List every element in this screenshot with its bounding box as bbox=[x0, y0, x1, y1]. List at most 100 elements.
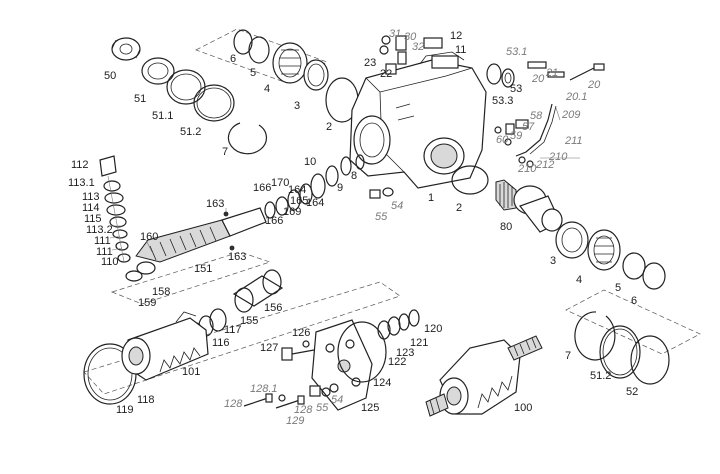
callout-4-lower: 4 bbox=[576, 274, 583, 286]
part-worm-shaft-151 bbox=[125, 207, 267, 282]
callout-170: 170 bbox=[271, 177, 290, 189]
part-ring-5-upper bbox=[248, 36, 270, 64]
callout-163-b: 163 bbox=[228, 251, 247, 263]
callout-211: 211 bbox=[565, 135, 583, 147]
callout-113-1: 113.1 bbox=[68, 177, 95, 189]
part-nut-50 bbox=[111, 37, 141, 61]
callout-80: 80 bbox=[500, 221, 513, 233]
callout-51-2-upper: 51.2 bbox=[180, 126, 202, 138]
callout-12: 12 bbox=[450, 30, 463, 42]
callout-121: 121 bbox=[410, 337, 429, 349]
callout-110: 110 bbox=[101, 256, 119, 268]
callout-165: 165 bbox=[290, 195, 309, 207]
callout-5-upper: 5 bbox=[250, 67, 257, 79]
callout-129: 129 bbox=[286, 415, 305, 427]
part-bearing-4-lower bbox=[587, 229, 621, 271]
callout-113: 113 bbox=[82, 191, 100, 203]
callout-158: 158 bbox=[152, 286, 171, 298]
part-small-fittings-top bbox=[379, 35, 443, 75]
callout-2-lower: 2 bbox=[456, 202, 463, 214]
callout-8: 8 bbox=[351, 170, 358, 182]
part-piston-101 bbox=[121, 311, 209, 381]
part-bearing-4-upper bbox=[272, 42, 308, 84]
callout-119: 119 bbox=[116, 404, 134, 416]
callout-59: 59 bbox=[510, 130, 523, 142]
callout-20-1: 20.1 bbox=[566, 91, 588, 103]
callout-3-lower: 3 bbox=[550, 255, 557, 267]
part-assembly-100 bbox=[425, 335, 543, 417]
callout-122: 122 bbox=[388, 356, 407, 368]
part-snap-ring-7-upper bbox=[227, 122, 268, 155]
callout-125: 125 bbox=[361, 402, 380, 414]
callout-163-a: 163 bbox=[206, 198, 225, 210]
part-oring-2-lower bbox=[451, 165, 489, 195]
callout-3-upper: 3 bbox=[294, 100, 301, 112]
part-seals-53 bbox=[486, 63, 515, 88]
callout-164-a: 164 bbox=[288, 184, 307, 196]
callout-53-3: 53.3 bbox=[492, 95, 514, 107]
part-ring-51-2-lower bbox=[599, 325, 641, 379]
part-ring-5-lower bbox=[622, 252, 646, 280]
callout-58: 58 bbox=[530, 110, 543, 122]
part-ring-51 bbox=[141, 57, 175, 85]
callout-113-2: 113.2 bbox=[86, 224, 113, 236]
callout-101: 101 bbox=[182, 366, 201, 378]
callout-2-upper: 2 bbox=[326, 121, 333, 133]
frame-lower-right-rings bbox=[565, 289, 701, 355]
callout-159: 159 bbox=[138, 297, 157, 309]
callout-100: 100 bbox=[514, 402, 533, 414]
part-housing-1 bbox=[349, 51, 487, 189]
callout-126: 126 bbox=[292, 327, 311, 339]
callout-118: 118 bbox=[137, 394, 155, 406]
part-ring-6-upper bbox=[233, 29, 253, 55]
callout-212: 212 bbox=[536, 159, 555, 171]
callout-22: 22 bbox=[380, 68, 393, 80]
callout-166-b: 166 bbox=[265, 215, 284, 227]
callout-23: 23 bbox=[364, 57, 377, 69]
part-ring-52 bbox=[630, 335, 670, 385]
part-sector-shaft-80 bbox=[495, 179, 563, 233]
callout-164-b: 164 bbox=[306, 197, 325, 209]
callout-53-1: 53.1 bbox=[506, 46, 528, 58]
part-bolts-54-55-cover bbox=[309, 385, 331, 397]
callout-11: 11 bbox=[455, 44, 467, 56]
callout-57: 57 bbox=[522, 121, 535, 133]
frame-upper-bearing bbox=[195, 28, 328, 84]
callout-112: 112 bbox=[71, 159, 89, 171]
callout-55-a: 55 bbox=[375, 211, 388, 223]
callout-128-1: 128.1 bbox=[250, 383, 278, 395]
callout-54-b: 54 bbox=[331, 394, 344, 406]
callout-30: 30 bbox=[404, 31, 417, 43]
part-ring-3-upper bbox=[303, 59, 329, 91]
callout-111-a: 111 bbox=[94, 235, 111, 247]
callout-114: 114 bbox=[82, 202, 100, 214]
callout-160: 160 bbox=[140, 231, 159, 243]
callout-155: 155 bbox=[240, 315, 259, 327]
callout-128-b: 128 bbox=[294, 404, 313, 416]
part-ring-6-lower bbox=[642, 262, 666, 290]
callout-52: 52 bbox=[626, 386, 639, 398]
part-bolt-127 bbox=[281, 340, 315, 361]
callout-111-b: 111 bbox=[96, 246, 113, 258]
part-ring-51-2-upper bbox=[193, 84, 235, 122]
part-valve-stack-112-110 bbox=[99, 155, 131, 263]
callout-51-1: 51.1 bbox=[152, 110, 174, 122]
callout-166-a: 166 bbox=[253, 182, 272, 194]
part-bolts-54-55-housing bbox=[369, 187, 394, 199]
callout-151: 151 bbox=[194, 263, 213, 275]
part-cover-125 bbox=[311, 319, 373, 411]
callout-116: 116 bbox=[212, 337, 230, 349]
callout-210-b: 210 bbox=[518, 163, 537, 175]
callout-169: 169 bbox=[283, 206, 302, 218]
callout-156: 156 bbox=[264, 302, 283, 314]
callout-54-a: 54 bbox=[391, 200, 404, 212]
callout-117: 117 bbox=[224, 324, 242, 336]
callout-50: 50 bbox=[104, 70, 117, 82]
callout-115: 115 bbox=[84, 213, 102, 225]
part-snap-ring-7-lower bbox=[574, 311, 616, 361]
part-bolts-128-129 bbox=[243, 393, 305, 409]
callout-4-upper: 4 bbox=[264, 83, 271, 95]
callout-120: 120 bbox=[424, 323, 443, 335]
